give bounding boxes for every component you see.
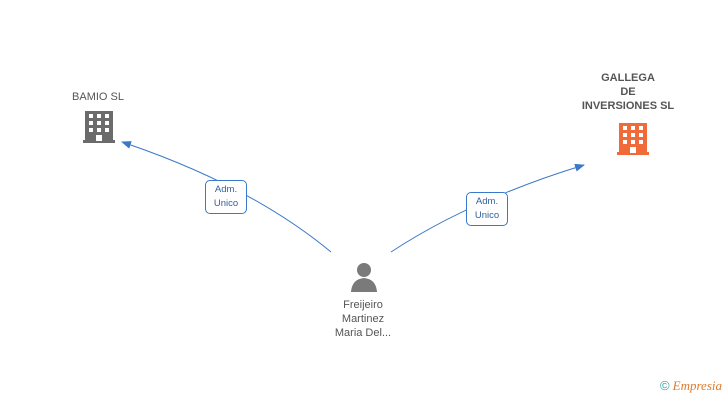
- node-label-person[interactable]: Freijeiro Martinez Maria Del...: [318, 298, 408, 340]
- edge-label-line: Adm.: [475, 196, 499, 207]
- node-label-line: BAMIO SL: [72, 91, 124, 103]
- edge-label-line: Adm.: [214, 184, 238, 195]
- watermark: ©Empresia: [660, 378, 722, 394]
- node-label-gallega[interactable]: GALLEGA DE INVERSIONES SL: [568, 71, 688, 113]
- copyright-icon: ©: [660, 378, 670, 393]
- node-label-line: INVERSIONES SL: [581, 100, 675, 112]
- brand-logo: Empresia: [672, 378, 722, 393]
- node-label-line: Freijeiro: [343, 299, 383, 311]
- building-icon[interactable]: [83, 111, 115, 143]
- edge-label-badge[interactable]: Adm. Unico: [205, 180, 247, 214]
- edge-label-line: Unico: [213, 198, 239, 209]
- edge-label-badge[interactable]: Adm. Unico: [466, 192, 508, 226]
- node-label-line: GALLEGA: [601, 72, 655, 84]
- node-label-line: Martinez: [341, 313, 385, 325]
- edge-label-line: Unico: [474, 210, 500, 221]
- node-label-line: Maria Del...: [334, 327, 392, 339]
- node-label-line: DE: [620, 86, 636, 98]
- person-icon[interactable]: [351, 263, 377, 292]
- node-label-bamio[interactable]: BAMIO SL: [58, 90, 138, 104]
- building-icon[interactable]: [617, 123, 649, 155]
